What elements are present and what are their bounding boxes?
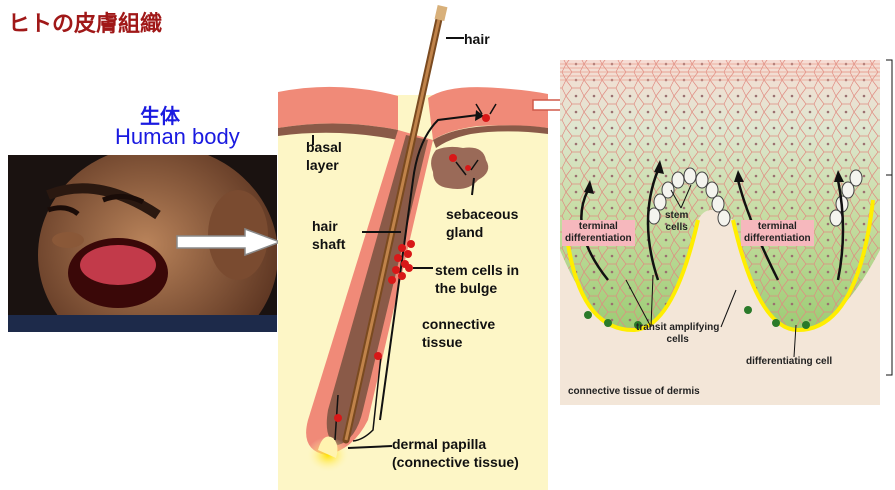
label-transit-amplifying: transit amplifying cells — [636, 322, 719, 346]
label-terminal-diff-right: terminal differentiation — [741, 220, 814, 246]
label-connective-tissue: connective tissue — [422, 315, 495, 351]
label-basal-layer: basal layer — [306, 138, 342, 174]
label-dermal-papilla: dermal papilla (connective tissue) — [392, 435, 519, 471]
pointer-arrow-1 — [175, 227, 285, 257]
subject-english: Human body — [115, 124, 240, 150]
label-sebaceous-gland: sebaceous gland — [446, 205, 518, 241]
label-stem-cells: stem cells — [665, 210, 688, 234]
label-hair-shaft: hair shaft — [312, 217, 345, 253]
label-hair: hair — [464, 30, 490, 48]
page-title: ヒトの皮膚組織 — [8, 6, 162, 38]
label-differentiating-cell: differentiating cell — [746, 356, 832, 368]
label-stem-cells-bulge: stem cells in the bulge — [435, 261, 519, 297]
label-terminal-diff-left: terminal differentiation — [562, 220, 635, 246]
label-connective-dermis: connective tissue of dermis — [568, 386, 700, 398]
